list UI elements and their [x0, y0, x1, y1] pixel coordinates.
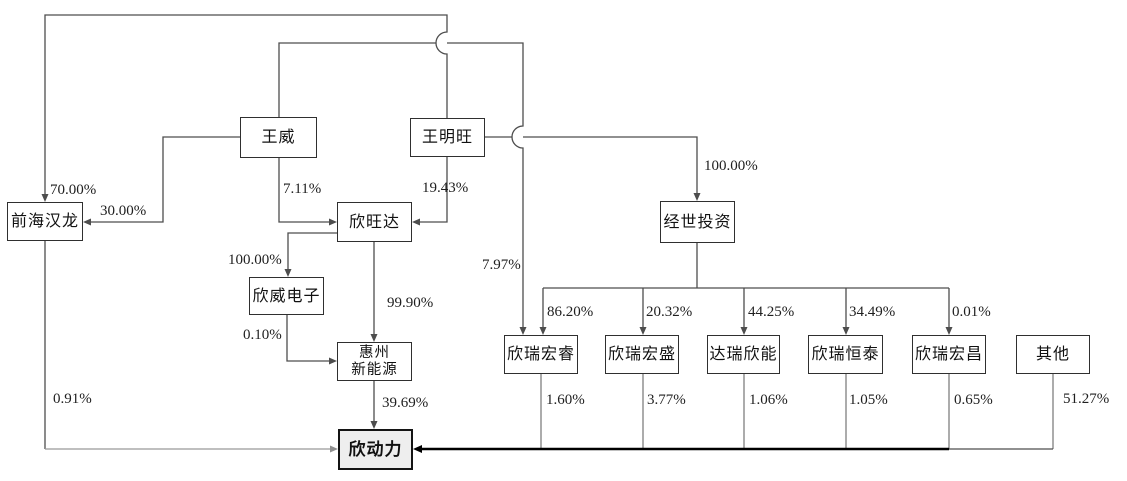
- edge-xinwangda-xinwei: [287, 232, 337, 271]
- pct-xinruihengtai-xindongli: 1.05%: [849, 392, 888, 408]
- pct-qita-xindongli: 51.27%: [1063, 391, 1110, 407]
- arrowhead-xinruihongchang-top: [945, 327, 953, 335]
- pct-daruixinneng-xindongli: 1.06%: [749, 392, 788, 408]
- node-xinwei-dianzi: 欣威电子: [249, 277, 324, 315]
- node-wang-wei: 王威: [240, 117, 317, 158]
- node-xinwangda: 欣旺达: [337, 202, 412, 242]
- node-xinrui-hongrui: 欣瑞宏睿: [504, 335, 578, 374]
- arrowhead-xindongli-top: [370, 421, 378, 429]
- edge-jingshi-rail: [542, 243, 950, 329]
- pct-xinruihongchang-xindongli: 0.65%: [954, 392, 993, 408]
- arrowhead-qianhai-top: [41, 194, 49, 202]
- pct-wangmingwang-xinwangda: 19.43%: [422, 180, 469, 196]
- edge-holders-to-rail: [540, 374, 1054, 449]
- arrowhead-xinruihengtai-top: [842, 327, 850, 335]
- pct-jingshi-xinruihongchang: 0.01%: [952, 304, 991, 320]
- pct-jingshi-xinruihongrui: 86.20%: [547, 304, 594, 320]
- pct-jingshi-daruixinneng: 44.25%: [748, 304, 795, 320]
- edge-wangwei-xinwangda: [278, 158, 331, 223]
- node-jingshi-touzi: 经世投资: [660, 201, 735, 243]
- edge-xinwei-huizhou: [286, 315, 331, 362]
- arrowhead-jingshi-top: [693, 193, 701, 201]
- edge-wangwei-qianhai: [90, 136, 240, 223]
- node-xindongli: 欣动力: [338, 429, 413, 470]
- node-xinrui-hongsheng: 欣瑞宏盛: [605, 335, 679, 374]
- node-qita: 其他: [1016, 335, 1090, 374]
- arrowhead-xinruihongrui-top-left: [519, 327, 527, 335]
- edge-wangwei-xinruihongrui: [278, 42, 524, 329]
- pct-jingshi-xinruihengtai: 34.49%: [849, 304, 896, 320]
- arrowhead-xinruihongsheng-top: [639, 327, 647, 335]
- arrowhead-xinwangda-right: [412, 218, 420, 226]
- node-xinrui-hengtai: 欣瑞恒泰: [808, 335, 883, 374]
- arrowhead-xinruihongrui-top: [539, 327, 547, 335]
- pct-jingshi-xinruihongsheng: 20.32%: [646, 304, 693, 320]
- node-xinrui-hongchang: 欣瑞宏昌: [912, 335, 986, 374]
- arrowhead-xindongli-right: [413, 445, 422, 453]
- arrowhead-xinwei-top: [284, 269, 292, 277]
- pct-wangwei-xinwangda: 7.11%: [283, 181, 322, 197]
- pct-qianhai-xindongli: 0.91%: [53, 391, 92, 407]
- arrowhead-xinwangda-left: [329, 218, 337, 226]
- pct-xinwei-huizhou: 0.10%: [243, 327, 282, 343]
- pct-xinwangda-huizhou: 99.90%: [387, 295, 434, 311]
- edge-wangmingwang-qianhai: [44, 14, 448, 197]
- node-huizhou-xinnengyuan: 惠州 新能源: [337, 342, 412, 381]
- pct-huizhou-xindongli: 39.69%: [382, 395, 429, 411]
- arrowhead-qianhai-right: [83, 218, 91, 226]
- node-darui-xinneng: 达瑞欣能: [707, 335, 780, 374]
- node-qianhai-hanlong: 前海汉龙: [7, 202, 83, 241]
- arrowhead-huizhou-top: [370, 334, 378, 342]
- pct-wangwei-xinruihongrui: 7.97%: [482, 257, 521, 273]
- edge-wangmingwang-xinwangda: [418, 157, 448, 223]
- pct-xinruihongrui-xindongli: 1.60%: [546, 392, 585, 408]
- pct-wangmingwang-qianhai: 70.00%: [50, 182, 97, 198]
- pct-xinruihongsheng-xindongli: 3.77%: [647, 392, 686, 408]
- edge-wangmingwang-jingshi: [485, 136, 698, 195]
- node-wang-mingwang: 王明旺: [410, 118, 485, 157]
- pct-xinwangda-xinwei: 100.00%: [228, 252, 282, 268]
- pct-wangmingwang-jingshi: 100.00%: [704, 158, 758, 174]
- arrowhead-daruixinneng-top: [740, 327, 748, 335]
- arrowhead-xindongli-left: [330, 445, 338, 453]
- arrowhead-huizhou-left: [329, 357, 337, 365]
- pct-wangwei-qianhai: 30.00%: [100, 203, 147, 219]
